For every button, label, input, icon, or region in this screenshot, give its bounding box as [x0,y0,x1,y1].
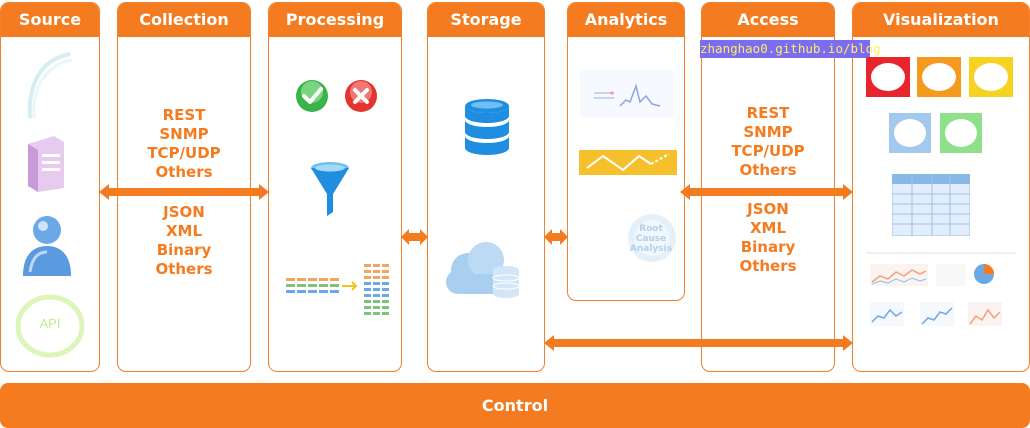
storage-column: Storage [427,2,545,372]
storage-header: Storage [428,3,544,39]
root-cause-analysis-icon [628,214,676,262]
access-column: Access [701,2,835,372]
collection-format-json: JSON [163,203,205,221]
access-transport-list: REST SNMP TCP/UDP Others [701,104,835,180]
control-bar: Control [0,383,1030,428]
collection-transport-others: Others [155,163,213,181]
analytics-header: Analytics [568,3,684,39]
source-collection-arrow [99,184,269,200]
user-icon [23,216,71,276]
access-format-others: Others [739,257,797,275]
watermark-label: zhanghao0.github.io/blog [700,40,881,58]
orange-status-icon [917,57,961,97]
access-transport-snmp: SNMP [743,123,793,141]
collection-format-list: JSON XML Binary Others [117,203,251,279]
collection-header: Collection [118,3,250,39]
database-icon [465,99,509,155]
wireless-signal-icon [27,52,73,119]
dashboard-charts-icon [866,252,1016,326]
access-header: Access [702,3,834,39]
collection-transport-snmp: SNMP [159,125,209,143]
analytics-visualization-arrow [680,184,853,200]
cross-icon [345,80,377,112]
table-grid-icon [892,174,970,236]
access-format-binary: Binary [740,238,796,256]
filter-funnel-icon [311,162,349,216]
cloud-storage-icon [446,242,520,298]
access-format-list: JSON XML Binary Others [701,200,835,276]
api-icon [15,294,85,358]
api-label: API [39,316,61,331]
source-header: Source [1,3,99,39]
access-transport-rest: REST [746,104,790,122]
server-icon [28,136,64,192]
green-status-icon [940,113,982,153]
data-transform-icon [286,264,389,315]
visualization-header: Visualization [853,3,1029,39]
processing-header: Processing [269,3,401,39]
analytics-chart-icon [580,70,674,118]
collection-transport-tcpudp: TCP/UDP [147,144,221,162]
yellow-status-icon [969,57,1013,97]
access-transport-others: Others [739,161,797,179]
collection-format-xml: XML [165,222,203,240]
storage-analytics-arrow [544,229,568,245]
collection-transport-rest: REST [162,106,206,124]
collection-format-others: Others [155,260,213,278]
collection-transport-list: REST SNMP TCP/UDP Others [117,106,251,182]
collection-format-binary: Binary [156,241,212,259]
access-transport-tcpudp: TCP/UDP [731,142,805,160]
check-icon [296,80,328,112]
access-format-json: JSON [747,200,789,218]
storage-visualization-arrow [544,335,853,351]
collection-column: Collection [117,2,251,372]
access-format-xml: XML [749,219,787,237]
blue-status-icon [889,113,931,153]
root-cause-analysis-label: Root Cause Analysis [629,224,673,254]
red-status-icon [866,57,910,97]
trend-line-icon [579,150,677,175]
processing-storage-arrow [401,229,428,245]
